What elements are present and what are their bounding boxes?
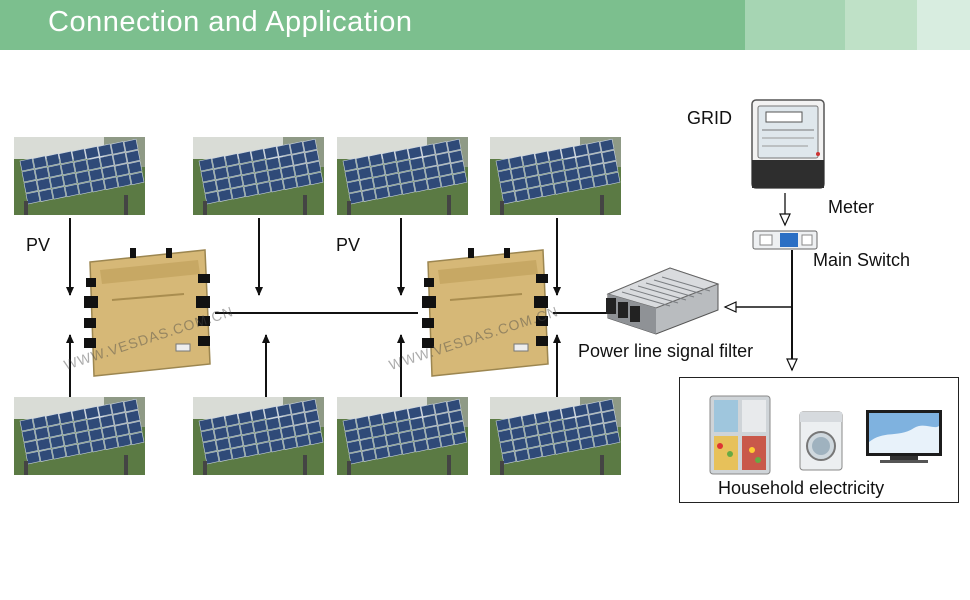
header-bar: Connection and Application [0, 0, 970, 50]
header-accent-band [745, 0, 845, 50]
signal-filter-device [606, 267, 720, 335]
main-switch-device [752, 230, 818, 250]
refrigerator-icon [709, 395, 771, 475]
washing-machine-icon [799, 411, 843, 471]
household-box: Household electricity [679, 377, 959, 503]
solar-panel [337, 137, 468, 215]
micro-inverter [418, 248, 553, 378]
pv-label-right: PV [336, 235, 361, 255]
solar-panel [14, 397, 145, 475]
television-icon [866, 410, 942, 463]
header-accent-band [917, 0, 970, 50]
electricity-meter [751, 99, 825, 189]
solar-panel [193, 397, 324, 475]
header-accent-band [845, 0, 917, 50]
filter-label: Power line signal filter [578, 341, 754, 361]
solar-panel [490, 397, 621, 475]
solar-panel [490, 137, 621, 215]
household-label: Household electricity [718, 478, 885, 498]
page-title: Connection and Application [48, 6, 413, 38]
solar-panel [193, 137, 324, 215]
pv-label-left: PV [26, 235, 51, 255]
grid-label: GRID [687, 108, 732, 128]
meter-label: Meter [828, 197, 875, 217]
solar-panel [14, 137, 145, 215]
solar-panel [337, 397, 468, 475]
micro-inverter [80, 248, 215, 378]
main-switch-label: Main Switch [813, 250, 911, 270]
